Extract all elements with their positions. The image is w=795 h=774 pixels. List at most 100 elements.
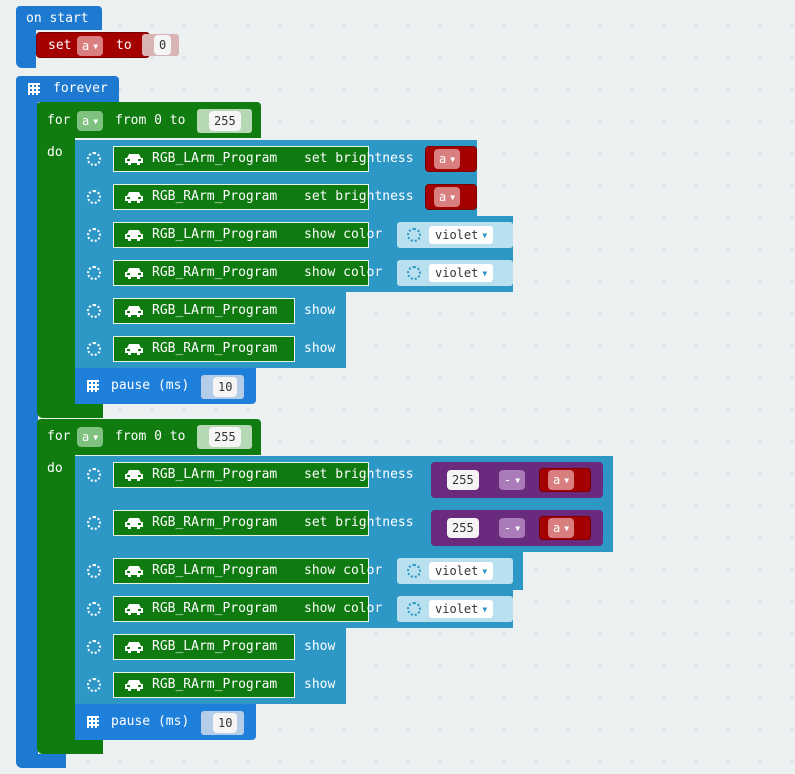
math-block[interactable]: 255 -▼ a▼	[431, 462, 603, 498]
color-picker[interactable]: violet▼	[397, 558, 513, 584]
loading-icon	[87, 468, 101, 482]
loading-icon	[87, 516, 101, 530]
pause-input[interactable]: 10	[213, 713, 238, 733]
target-name: RGB_RArm_Program	[152, 265, 278, 280]
loading-icon	[87, 602, 101, 616]
action-label: set brightness	[304, 467, 414, 482]
variable-block[interactable]: a▼	[425, 184, 477, 210]
target-name: RGB_LArm_Program	[152, 467, 278, 482]
target-block[interactable]: RGB_LArm_Program	[113, 634, 295, 660]
for-loop-body: do	[37, 455, 75, 746]
command-row[interactable]: RGB_RArm_Program show color violet▼	[75, 590, 513, 628]
dropdown-arrow-icon: ▼	[564, 523, 570, 533]
end-input[interactable]: 255	[209, 111, 241, 131]
color-dropdown[interactable]: violet▼	[429, 226, 494, 244]
end-input[interactable]: 255	[209, 427, 241, 447]
target-block[interactable]: RGB_RArm_Program	[113, 184, 369, 210]
number-input[interactable]: 0	[154, 35, 172, 55]
car-icon	[125, 642, 143, 653]
command-row[interactable]: RGB_RArm_Program show color violet▼	[75, 254, 513, 292]
minuend-input[interactable]: 255	[447, 470, 479, 490]
loading-icon	[87, 640, 101, 654]
dropdown-arrow-icon: ▼	[482, 230, 488, 240]
command-row[interactable]: RGB_LArm_Program set brightness 255 -▼ a…	[75, 456, 613, 504]
pause-block[interactable]: pause (ms) 10	[75, 704, 256, 740]
dropdown-arrow-icon: ▼	[515, 475, 521, 485]
target-block[interactable]: RGB_LArm_Program	[113, 298, 295, 324]
car-icon	[125, 230, 143, 241]
command-row[interactable]: RGB_LArm_Program show color violet▼	[75, 216, 513, 254]
operator-dropdown[interactable]: -▼	[499, 518, 526, 538]
loading-icon	[87, 342, 101, 356]
do-label: do	[47, 461, 63, 476]
color-picker[interactable]: violet▼	[397, 222, 513, 248]
loading-icon	[87, 304, 101, 318]
target-block[interactable]: RGB_RArm_Program	[113, 510, 369, 536]
command-row[interactable]: RGB_LArm_Program show	[75, 292, 346, 330]
color-dropdown[interactable]: violet▼	[429, 264, 494, 282]
loading-icon	[87, 678, 101, 692]
forever-body	[16, 102, 38, 760]
variable-dropdown[interactable]: a▼	[548, 470, 575, 490]
math-block[interactable]: 255 -▼ a▼	[431, 510, 603, 546]
target-block[interactable]: RGB_RArm_Program	[113, 336, 295, 362]
dropdown-arrow-icon: ▼	[564, 475, 570, 485]
target-block[interactable]: RGB_RArm_Program	[113, 672, 295, 698]
action-label: set brightness	[304, 151, 414, 166]
command-row[interactable]: RGB_RArm_Program set brightness a▼	[75, 178, 477, 216]
target-block[interactable]: RGB_LArm_Program	[113, 558, 369, 584]
target-name: RGB_LArm_Program	[152, 563, 278, 578]
color-picker[interactable]: violet▼	[397, 260, 513, 286]
for-loop-bottom	[37, 404, 103, 418]
car-icon	[125, 518, 143, 529]
target-block[interactable]: RGB_LArm_Program	[113, 222, 369, 248]
command-row[interactable]: RGB_RArm_Program show	[75, 666, 346, 704]
on-start-body	[16, 30, 36, 68]
forever-block[interactable]: forever	[16, 76, 119, 102]
command-row[interactable]: RGB_LArm_Program show	[75, 628, 346, 666]
action-label: show color	[304, 227, 383, 242]
variable-dropdown[interactable]: a▼	[434, 149, 461, 169]
variable-block[interactable]: a▼	[539, 468, 591, 492]
loop-variable-dropdown[interactable]: a▼	[77, 111, 104, 131]
variable-dropdown[interactable]: a▼	[434, 187, 461, 207]
variable-block[interactable]: a▼	[539, 516, 591, 540]
dropdown-arrow-icon: ▼	[482, 268, 488, 278]
grid-icon	[87, 380, 99, 392]
target-name: RGB_LArm_Program	[152, 151, 278, 166]
target-name: RGB_RArm_Program	[152, 189, 278, 204]
for-loop-block[interactable]: for a▼ from 0 to 255	[37, 419, 261, 455]
for-loop-block[interactable]: for a▼ from 0 to 255	[37, 102, 261, 138]
set-variable-block[interactable]: set a▼ to	[36, 32, 150, 58]
car-icon	[125, 470, 143, 481]
operator-dropdown[interactable]: -▼	[499, 470, 526, 490]
minuend-input[interactable]: 255	[447, 518, 479, 538]
pause-input[interactable]: 10	[213, 377, 238, 397]
pause-label: pause (ms)	[111, 378, 190, 393]
grid-icon	[28, 83, 40, 95]
variable-dropdown[interactable]: a▼	[77, 36, 104, 56]
command-row[interactable]: RGB_RArm_Program show	[75, 330, 346, 368]
target-block[interactable]: RGB_LArm_Program	[113, 462, 369, 488]
color-picker[interactable]: violet▼	[397, 596, 513, 622]
loading-icon	[87, 228, 101, 242]
command-row[interactable]: RGB_RArm_Program set brightness 255 -▼ a…	[75, 504, 613, 552]
variable-block[interactable]: a▼	[425, 146, 477, 172]
pause-block[interactable]: pause (ms) 10	[75, 368, 256, 404]
target-name: RGB_RArm_Program	[152, 341, 278, 356]
target-block[interactable]: RGB_RArm_Program	[113, 596, 369, 622]
car-icon	[125, 192, 143, 203]
do-label: do	[47, 145, 63, 160]
command-row[interactable]: RGB_LArm_Program set brightness a▼	[75, 140, 477, 178]
variable-dropdown[interactable]: a▼	[548, 518, 575, 538]
on-start-block[interactable]: on start	[16, 6, 102, 30]
action-label: set brightness	[304, 515, 414, 530]
target-block[interactable]: RGB_LArm_Program	[113, 146, 369, 172]
dropdown-arrow-icon: ▼	[93, 41, 99, 51]
target-block[interactable]: RGB_RArm_Program	[113, 260, 369, 286]
color-dropdown[interactable]: violet▼	[429, 562, 494, 580]
loop-variable-dropdown[interactable]: a▼	[77, 427, 104, 447]
color-dropdown[interactable]: violet▼	[429, 600, 494, 618]
command-row[interactable]: RGB_LArm_Program show color violet▼	[75, 552, 523, 590]
forever-label: forever	[53, 81, 108, 96]
